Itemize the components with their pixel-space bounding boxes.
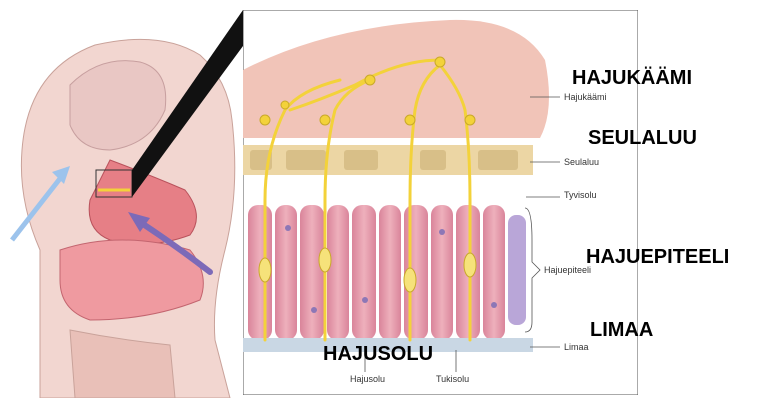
label-limaa-big: LIMAA [590, 319, 653, 342]
label-tukisolu-small: Tukisolu [436, 374, 469, 384]
label-hajukaami-small: Hajukäämi [564, 92, 607, 102]
label-hajukaami-big: HAJUKÄÄMI [572, 67, 692, 90]
label-seulaluu-big: SEULALUU [588, 127, 697, 150]
label-hajuepiteeli-big: HAJUEPITEELI [586, 246, 729, 269]
label-tyvisolu-small: Tyvisolu [564, 190, 597, 200]
epithelium-cells [248, 205, 526, 340]
label-hajuepiteeli-small: Hajuepiteeli [544, 265, 591, 275]
label-seulaluu-small: Seulaluu [564, 157, 599, 167]
label-hajusolu-small: Hajusolu [350, 374, 385, 384]
label-hajusolu-big: HAJUSOLU [323, 343, 433, 366]
label-limaa-small: Limaa [564, 342, 589, 352]
